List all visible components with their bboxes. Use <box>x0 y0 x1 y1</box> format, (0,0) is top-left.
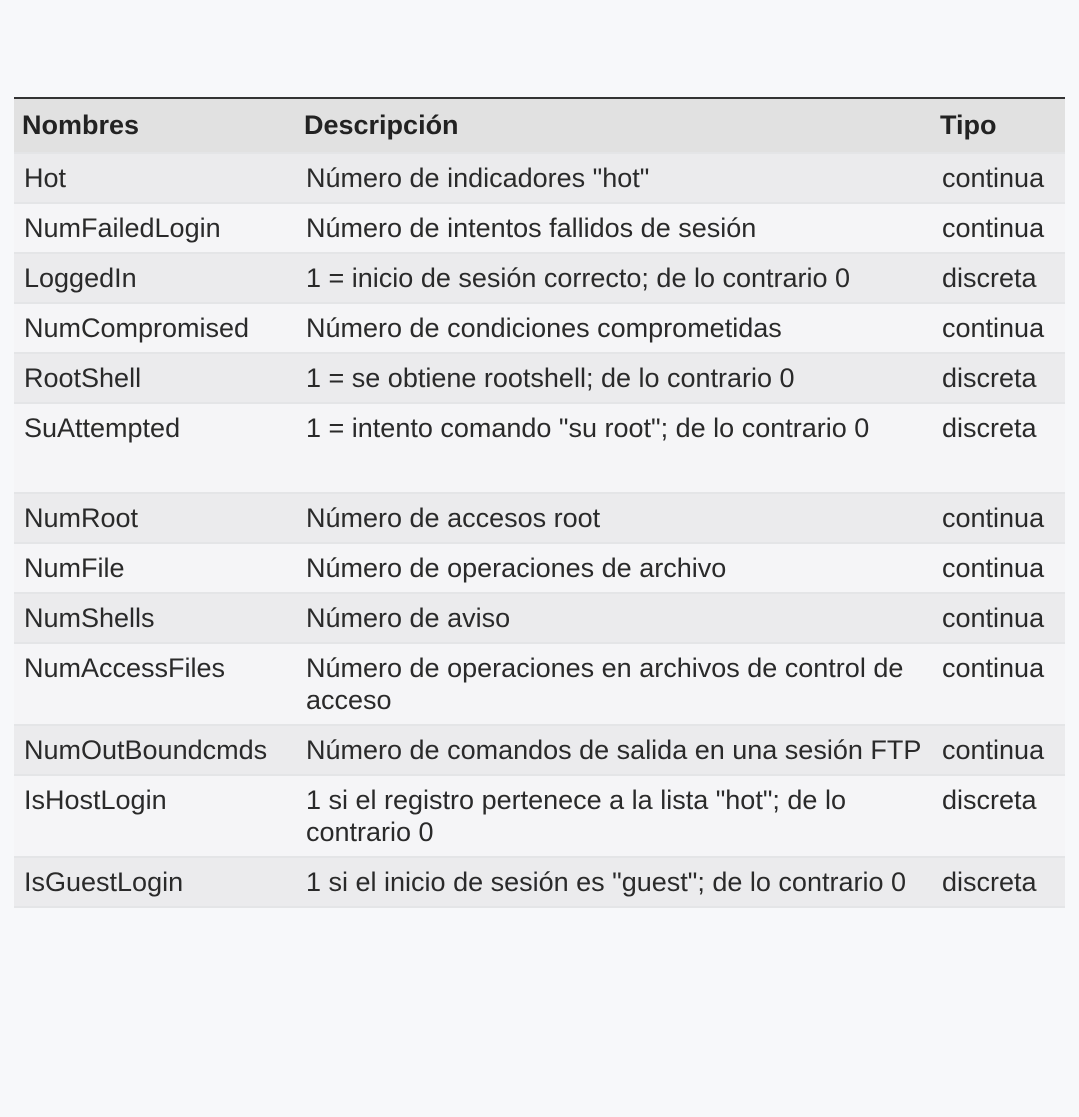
table-header: Nombres Descripción Tipo <box>14 98 1065 153</box>
table-row: RootShell 1 = se obtiene rootshell; de l… <box>14 352 1065 403</box>
header-row: Nombres Descripción Tipo <box>14 98 1065 153</box>
cell-name: NumShells <box>14 592 296 643</box>
cell-description: Número de intentos fallidos de sesión <box>296 202 932 253</box>
cell-name: Hot <box>14 152 296 203</box>
cell-type: continua <box>932 592 1065 643</box>
table-row: SuAttempted 1 = intento comando "su root… <box>14 402 1065 493</box>
cell-description: 1 si el registro pertenece a la lista "h… <box>296 774 932 857</box>
table-row: IsGuestLogin 1 si el inicio de sesión es… <box>14 856 1065 908</box>
table-container: Nombres Descripción Tipo Hot Número de i… <box>14 97 1065 908</box>
cell-name: RootShell <box>14 352 296 403</box>
table-row: Hot Número de indicadores "hot" continua <box>14 152 1065 203</box>
cell-type: continua <box>932 152 1065 203</box>
table-row: LoggedIn 1 = inicio de sesión correcto; … <box>14 252 1065 303</box>
cell-type: continua <box>932 724 1065 775</box>
cell-name: NumFile <box>14 542 296 593</box>
table-row: NumFailedLogin Número de intentos fallid… <box>14 202 1065 253</box>
cell-description: Número de operaciones en archivos de con… <box>296 642 932 725</box>
table-row: NumOutBoundcmds Número de comandos de sa… <box>14 724 1065 775</box>
cell-type: continua <box>932 642 1065 725</box>
cell-type: discreta <box>932 402 1065 493</box>
cell-name: NumCompromised <box>14 302 296 353</box>
column-header-tipo: Tipo <box>932 98 1065 153</box>
cell-name: IsGuestLogin <box>14 856 296 908</box>
cell-description: Número de operaciones de archivo <box>296 542 932 593</box>
cell-description: 1 = inicio de sesión correcto; de lo con… <box>296 252 932 303</box>
cell-name: NumOutBoundcmds <box>14 724 296 775</box>
features-table: Nombres Descripción Tipo Hot Número de i… <box>14 97 1065 908</box>
table-row: NumAccessFiles Número de operaciones en … <box>14 642 1065 725</box>
cell-description: 1 si el inicio de sesión es "guest"; de … <box>296 856 932 908</box>
cell-name: IsHostLogin <box>14 774 296 857</box>
table-row: NumRoot Número de accesos root continua <box>14 492 1065 543</box>
cell-description: Número de indicadores "hot" <box>296 152 932 203</box>
cell-description: Número de aviso <box>296 592 932 643</box>
cell-type: discreta <box>932 352 1065 403</box>
cell-name: NumRoot <box>14 492 296 543</box>
column-header-descripcion: Descripción <box>296 98 932 153</box>
cell-type: continua <box>932 202 1065 253</box>
cell-type: discreta <box>932 856 1065 908</box>
cell-description: 1 = intento comando "su root"; de lo con… <box>296 402 932 493</box>
cell-name: LoggedIn <box>14 252 296 303</box>
cell-description: Número de condiciones comprometidas <box>296 302 932 353</box>
cell-type: continua <box>932 492 1065 543</box>
table-body: Hot Número de indicadores "hot" continua… <box>14 152 1065 908</box>
cell-type: continua <box>932 302 1065 353</box>
table-row: IsHostLogin 1 si el registro pertenece a… <box>14 774 1065 857</box>
column-header-nombres: Nombres <box>14 98 296 153</box>
cell-description: 1 = se obtiene rootshell; de lo contrari… <box>296 352 932 403</box>
cell-description: Número de accesos root <box>296 492 932 543</box>
cell-type: discreta <box>932 252 1065 303</box>
table-row: NumFile Número de operaciones de archivo… <box>14 542 1065 593</box>
table-row: NumShells Número de aviso continua <box>14 592 1065 643</box>
cell-type: continua <box>932 542 1065 593</box>
table-row: NumCompromised Número de condiciones com… <box>14 302 1065 353</box>
cell-name: NumFailedLogin <box>14 202 296 253</box>
cell-type: discreta <box>932 774 1065 857</box>
cell-description: Número de comandos de salida en una sesi… <box>296 724 932 775</box>
cell-name: NumAccessFiles <box>14 642 296 725</box>
cell-name: SuAttempted <box>14 402 296 493</box>
